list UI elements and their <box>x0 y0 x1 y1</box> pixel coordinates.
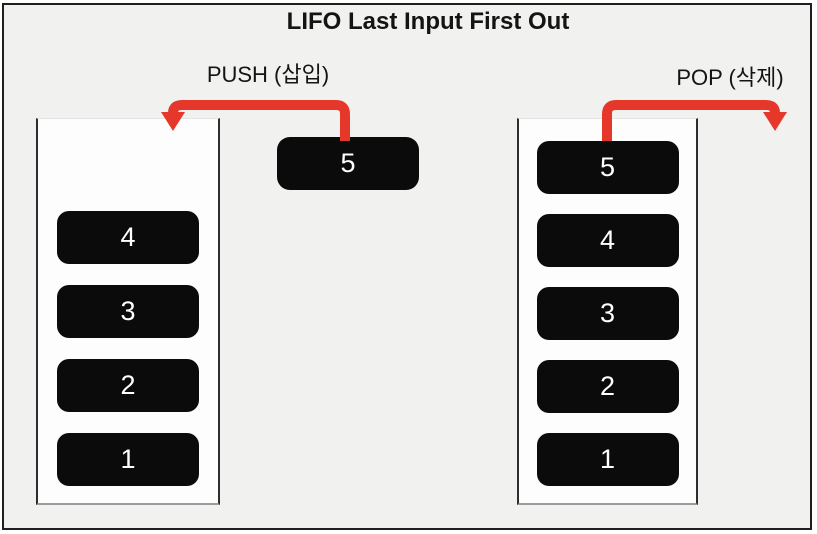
diagram-title: LIFO Last Input First Out <box>286 8 570 35</box>
stack-block: 4 <box>536 214 679 267</box>
stack-block: 4 <box>57 211 199 264</box>
stack-block: 5 <box>536 141 679 194</box>
stack-block: 1 <box>57 433 199 486</box>
pop-stack-container: 5 4 3 2 1 <box>517 118 698 505</box>
push-operation-label: PUSH (삽입) <box>206 62 330 87</box>
stack-block: 2 <box>536 360 679 413</box>
incoming-block: 5 <box>277 137 419 190</box>
push-stack-container: 4 3 2 1 <box>36 118 220 505</box>
stack-block: 1 <box>536 433 679 486</box>
stack-block: 3 <box>57 285 199 338</box>
stack-block: 2 <box>57 359 199 412</box>
stack-block: 3 <box>536 287 679 340</box>
pop-operation-label: POP (삭제) <box>676 65 784 90</box>
